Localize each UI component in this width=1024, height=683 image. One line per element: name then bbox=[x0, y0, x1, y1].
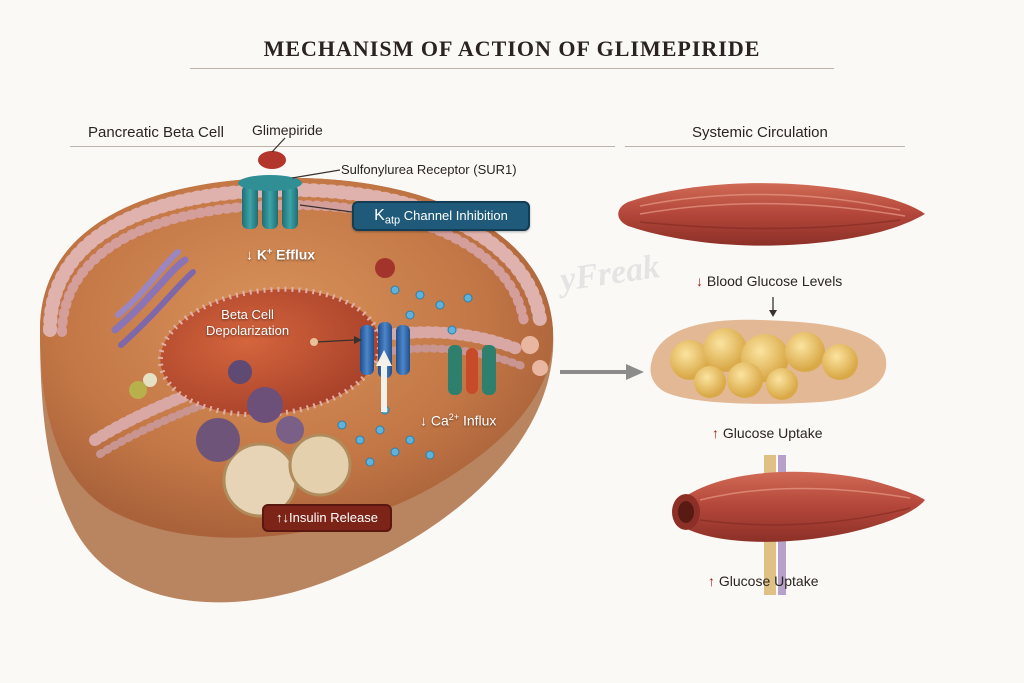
katp-sub: atp bbox=[384, 214, 401, 227]
skeletal-muscle bbox=[618, 183, 925, 246]
blood-vessel-muscle bbox=[672, 455, 925, 595]
left-section-rule bbox=[70, 146, 615, 147]
insulin-text: Insulin Release bbox=[289, 510, 378, 525]
depolarization-line1: Beta Cell bbox=[221, 307, 274, 322]
insulin-arrows: ↑↓ bbox=[276, 510, 290, 525]
glucose-uptake-muscle-arrow: ↑ bbox=[708, 573, 715, 589]
depolarization-label: Beta Cell Depolarization bbox=[206, 307, 289, 339]
glucose-uptake-adipose-label: ↑ Glucose Uptake bbox=[712, 425, 823, 441]
ca-text: Ca bbox=[430, 412, 449, 429]
glucose-uptake-muscle-text: Glucose Uptake bbox=[718, 573, 819, 589]
depolarization-channel bbox=[360, 322, 410, 412]
depolarization-line2: Depolarization bbox=[206, 323, 290, 338]
adipose-tissue bbox=[650, 319, 887, 404]
right-section-rule bbox=[625, 146, 905, 147]
blood-glucose-label: ↓ Blood Glucose Levels bbox=[696, 273, 842, 289]
ca-sup: 2+ bbox=[448, 412, 460, 422]
glucose-uptake-adipose-arrow: ↑ bbox=[712, 425, 719, 441]
k-efflux-sup: + bbox=[267, 246, 273, 256]
glimepiride-label: Glimepiride bbox=[252, 122, 323, 138]
section-pancreatic-beta-cell: Pancreatic Beta Cell bbox=[88, 124, 224, 141]
title-rule bbox=[190, 68, 834, 69]
blood-glucose-text: Blood Glucose Levels bbox=[706, 273, 843, 289]
section-systemic-circulation: Systemic Circulation bbox=[692, 124, 828, 141]
glimepiride-molecule bbox=[258, 151, 286, 169]
calcium-channel bbox=[448, 345, 496, 395]
katp-channel bbox=[238, 175, 302, 229]
beta-cell bbox=[40, 151, 554, 603]
katp-channel-inhibition-box: Katp Channel Inhibition bbox=[352, 201, 530, 231]
glucose-uptake-adipose-text: Glucose Uptake bbox=[722, 425, 823, 441]
katp-k: K bbox=[374, 207, 385, 224]
ca-influx: Influx bbox=[459, 412, 497, 429]
insulin-release-box: ↑↓Insulin Release bbox=[262, 504, 392, 532]
page-title: Mechanism of Action of Glimepiride bbox=[263, 36, 761, 61]
ca-influx-label: ↓ Ca2+ Influx bbox=[420, 412, 496, 429]
k-efflux-label: ↓ K+ Efflux bbox=[246, 246, 315, 263]
cell-to-circulation-arrow bbox=[560, 364, 644, 380]
k-efflux-arrow: ↓ bbox=[246, 246, 253, 263]
sur1-label: Sulfonylurea Receptor (SUR1) bbox=[341, 162, 517, 177]
ca-arrow: ↓ bbox=[420, 412, 427, 429]
k-efflux-k: K bbox=[256, 246, 268, 263]
glucose-uptake-muscle-label: ↑ Glucose Uptake bbox=[708, 573, 819, 589]
katp-text: Channel Inhibition bbox=[400, 208, 508, 223]
blood-glucose-arrow: ↓ bbox=[696, 273, 703, 289]
k-efflux-text: Efflux bbox=[272, 246, 316, 263]
